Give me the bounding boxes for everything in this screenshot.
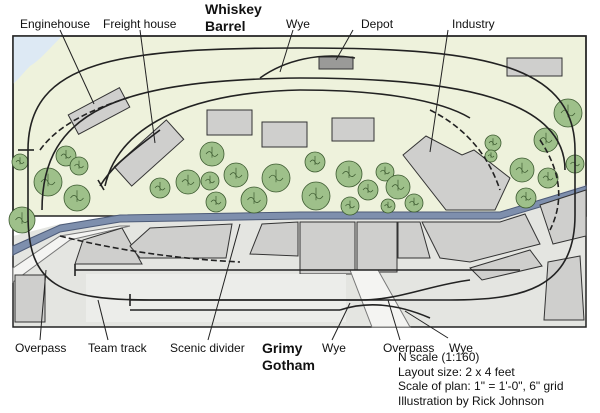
tree-detail: [391, 179, 405, 191]
upper-buildings: [67, 56, 563, 211]
tree-detail: [268, 169, 284, 183]
freight-spur: [99, 129, 161, 187]
building: [249, 221, 299, 257]
tree-detail: [74, 160, 84, 169]
tree-detail: [515, 162, 529, 174]
tree-detail: [520, 192, 532, 201]
enginehouse: [67, 86, 131, 136]
label-team-track: Team track: [88, 341, 148, 355]
track-bumper: [97, 179, 105, 191]
label-wye-bottom: Wye: [322, 341, 346, 355]
lake-water: [13, 36, 62, 84]
label-enginehouse: Enginehouse: [20, 17, 90, 31]
tree-detail: [362, 184, 374, 193]
building: [421, 213, 541, 263]
plan-info: N scale (1:160) Layout size: 2 x 4 feet …: [398, 350, 564, 408]
label-overpass-left: Overpass: [15, 341, 66, 355]
team-track-area: [86, 274, 346, 322]
building: [331, 117, 375, 142]
town-name-top-line1: Whiskey: [205, 1, 262, 17]
wye-lower: [339, 303, 431, 319]
tree-detail: [15, 212, 29, 224]
tree-detail: [384, 201, 392, 209]
tree-detail: [488, 138, 498, 146]
tree-detail: [247, 192, 261, 204]
tree-detail: [380, 166, 390, 175]
building: [299, 221, 356, 275]
lower-track-2: [130, 279, 471, 301]
mainline-upper-loop: [41, 77, 566, 211]
building: [469, 249, 543, 281]
scale-note: N scale (1:160): [398, 350, 480, 364]
tree-detail: [205, 146, 219, 158]
building: [506, 57, 563, 77]
industry-spur: [429, 109, 501, 191]
tree-detail: [542, 172, 554, 181]
label-scenic-divider: Scenic divider: [170, 341, 245, 355]
leader-lines: [39, 29, 449, 341]
plan-scale-note: Scale of plan: 1" = 1'-0", 6" grid: [398, 379, 564, 393]
illustration-credit: Illustration by Rick Johnson: [398, 393, 545, 408]
label-wye-top: Wye: [286, 17, 310, 31]
building: [206, 109, 253, 136]
label-industry: Industry: [452, 17, 495, 31]
tree-detail: [309, 156, 321, 165]
tree-detail: [342, 166, 356, 178]
tree-detail: [409, 197, 419, 206]
label-wye-bottom-right: Wye: [449, 341, 473, 355]
scenic-divider-band: [12, 185, 587, 256]
tree-detail: [205, 175, 215, 184]
wye-upper: [259, 55, 356, 79]
tree-detail: [181, 174, 195, 186]
depot: [318, 56, 354, 70]
layout-border: [12, 35, 587, 328]
label-freight-house: Freight house: [103, 17, 177, 31]
label-overpass-bottom: Overpass: [383, 341, 434, 355]
hidden-track-right: [539, 139, 560, 231]
tree-detail: [308, 187, 324, 201]
building: [397, 221, 431, 259]
tree-detail: [15, 157, 25, 165]
hidden-track: [59, 235, 241, 263]
enginehouse-spur: [39, 96, 131, 151]
upper-inner-track: [104, 89, 471, 187]
mainline-outer-loop: [27, 47, 576, 301]
building: [129, 223, 233, 259]
label-depot: Depot: [361, 17, 394, 31]
building: [14, 274, 46, 323]
tree-detail: [210, 196, 222, 205]
track-plan: [18, 47, 576, 319]
layout-size-note: Layout size: 2 x 4 feet: [398, 364, 515, 379]
freight-house: [113, 119, 185, 187]
tree-detail: [60, 150, 72, 159]
tree-detail: [70, 190, 84, 202]
town-name-top-line2: Barrel: [205, 18, 245, 34]
building: [543, 255, 585, 321]
building: [356, 221, 398, 273]
tree-detail: [539, 132, 553, 144]
tree-detail: [40, 173, 56, 187]
building: [261, 121, 308, 148]
trees: [8, 98, 585, 234]
town-name-bottom-line1: Grimy: [262, 340, 303, 356]
tree-detail: [487, 152, 495, 158]
tree-detail: [345, 200, 355, 209]
lower-buildings: [14, 189, 587, 328]
tree-detail: [229, 167, 243, 179]
tree-detail: [154, 182, 166, 191]
town-name-bottom-line2: Gotham: [262, 357, 315, 373]
